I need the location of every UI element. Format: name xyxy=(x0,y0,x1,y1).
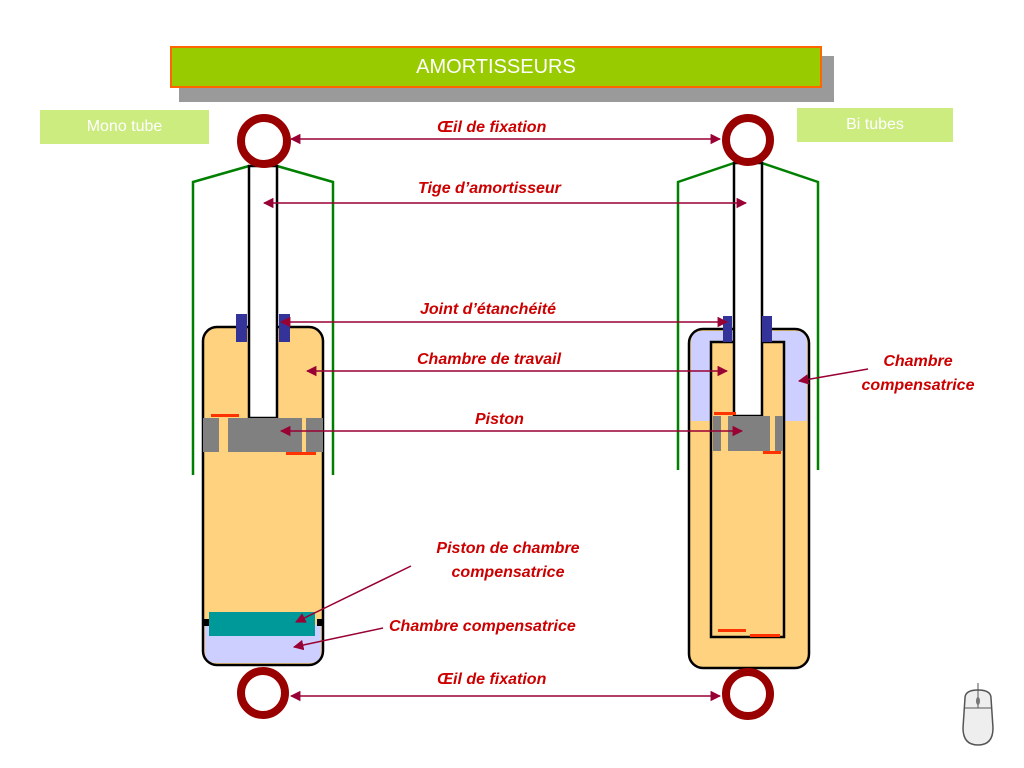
bi-seal xyxy=(723,316,732,342)
arrow-chambre-comp-left xyxy=(292,627,384,651)
bi-bottom-eye xyxy=(722,668,774,720)
mouse-icon xyxy=(962,683,994,746)
label-chambre-comp-right-line2: compensatrice xyxy=(861,377,975,394)
label-joint: Joint d’étanchéité xyxy=(420,301,557,318)
label-chambre-travail: Chambre de travail xyxy=(417,351,562,368)
mono-seal xyxy=(236,314,247,342)
mono-compensation-piston xyxy=(209,612,315,636)
bi-piston xyxy=(713,416,721,451)
mono-tube-shock xyxy=(191,114,335,719)
mono-tube-label: Mono tube xyxy=(86,118,163,135)
label-oeil-fixation-top: Œil de fixation xyxy=(437,119,547,136)
arrow-chambre-comp-right xyxy=(797,368,869,385)
label-piston-comp-line2: compensatrice xyxy=(451,564,565,581)
title-box: AMORTISSEURS xyxy=(170,46,822,88)
mono-piston xyxy=(203,418,219,452)
mono-bottom-eye xyxy=(237,667,289,719)
label-tige: Tige d’amortisseur xyxy=(418,180,561,197)
leader-arrows xyxy=(262,133,869,702)
arrow-piston-comp xyxy=(295,565,412,623)
bi-top-eye xyxy=(722,114,774,166)
label-piston: Piston xyxy=(475,411,524,428)
mono-top-eye xyxy=(237,114,291,168)
label-piston-comp-line1: Piston de chambre xyxy=(436,540,580,557)
bi-foot-valve xyxy=(718,629,746,632)
label-chambre-comp-right-line1: Chambre xyxy=(883,353,953,370)
mono-dust-cover xyxy=(191,164,250,475)
bi-tubes-tag: Bi tubes xyxy=(797,108,953,142)
label-chambre-comp-left: Chambre compensatrice xyxy=(389,618,576,635)
bi-tube-shock xyxy=(676,114,820,720)
mono-tube-tag: Mono tube xyxy=(40,110,209,144)
bi-rod xyxy=(732,161,764,418)
mono-rod xyxy=(247,164,279,420)
bi-tubes-label: Bi tubes xyxy=(846,116,904,133)
page-title: AMORTISSEURS xyxy=(416,55,576,78)
label-oeil-fixation-bottom: Œil de fixation xyxy=(437,671,547,688)
